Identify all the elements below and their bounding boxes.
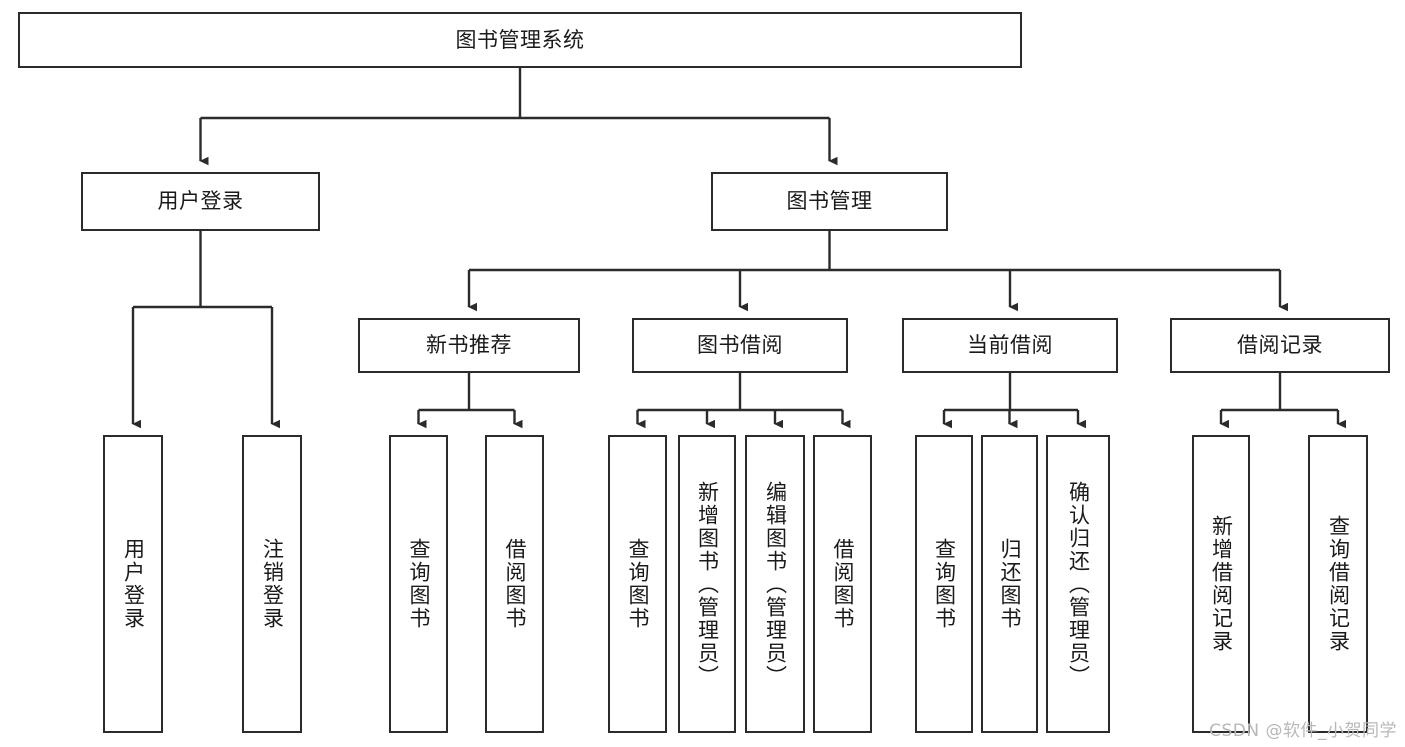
node-label: 新书推荐 bbox=[426, 333, 512, 358]
node-book-borrow[interactable]: 图书借阅 bbox=[632, 318, 848, 373]
leaf-user-login[interactable]: 用户登录 bbox=[103, 435, 163, 733]
node-label: 图书管理 bbox=[786, 189, 873, 214]
leaf-borrow-borrow-book[interactable]: 借阅图书 bbox=[813, 435, 872, 733]
node-label: 当前借阅 bbox=[967, 333, 1053, 358]
node-current-borrow[interactable]: 当前借阅 bbox=[902, 318, 1118, 373]
node-label: 借阅记录 bbox=[1237, 333, 1323, 358]
node-label: 用户登录 bbox=[121, 538, 146, 630]
node-label: 新增借阅记录 bbox=[1209, 515, 1234, 653]
leaf-borrow-edit-book-admin[interactable]: 编辑图书（管理员） bbox=[745, 435, 805, 733]
node-label: 查询借阅记录 bbox=[1326, 515, 1351, 653]
node-label: 用户登录 bbox=[157, 189, 244, 214]
node-label: 借阅图书 bbox=[831, 538, 855, 630]
node-label: 图书管理系统 bbox=[455, 27, 585, 52]
node-book-management[interactable]: 图书管理 bbox=[711, 172, 948, 231]
node-label: 查询图书 bbox=[407, 538, 431, 630]
leaf-record-query-record[interactable]: 查询借阅记录 bbox=[1308, 435, 1368, 733]
leaf-current-query-book[interactable]: 查询图书 bbox=[915, 435, 973, 733]
leaf-current-return-book[interactable]: 归还图书 bbox=[981, 435, 1038, 733]
node-label: 注销登录 bbox=[260, 538, 285, 630]
leaf-record-add-record[interactable]: 新增借阅记录 bbox=[1192, 435, 1250, 733]
node-borrow-record[interactable]: 借阅记录 bbox=[1170, 318, 1390, 373]
edge-polylines bbox=[131, 68, 1346, 429]
leaf-borrow-query-book[interactable]: 查询图书 bbox=[608, 435, 667, 733]
node-label: 编辑图书（管理员） bbox=[763, 480, 788, 688]
node-label: 确认归还（管理员） bbox=[1066, 480, 1091, 688]
node-user-login[interactable]: 用户登录 bbox=[81, 172, 320, 231]
leaf-newbook-borrow-book[interactable]: 借阅图书 bbox=[485, 435, 544, 733]
leaf-newbook-query-book[interactable]: 查询图书 bbox=[389, 435, 448, 733]
node-label: 查询图书 bbox=[626, 538, 650, 630]
node-label: 借阅图书 bbox=[503, 538, 527, 630]
node-label: 图书借阅 bbox=[697, 333, 783, 358]
leaf-borrow-add-book-admin[interactable]: 新增图书（管理员） bbox=[678, 435, 736, 733]
node-label: 查询图书 bbox=[932, 538, 957, 630]
node-new-book-recommend[interactable]: 新书推荐 bbox=[358, 318, 580, 373]
leaf-user-logout[interactable]: 注销登录 bbox=[242, 435, 302, 733]
node-label: 归还图书 bbox=[998, 538, 1022, 630]
node-root-system[interactable]: 图书管理系统 bbox=[18, 12, 1022, 68]
node-label: 新增图书（管理员） bbox=[695, 480, 720, 688]
leaf-current-confirm-return-admin[interactable]: 确认归还（管理员） bbox=[1046, 435, 1110, 733]
